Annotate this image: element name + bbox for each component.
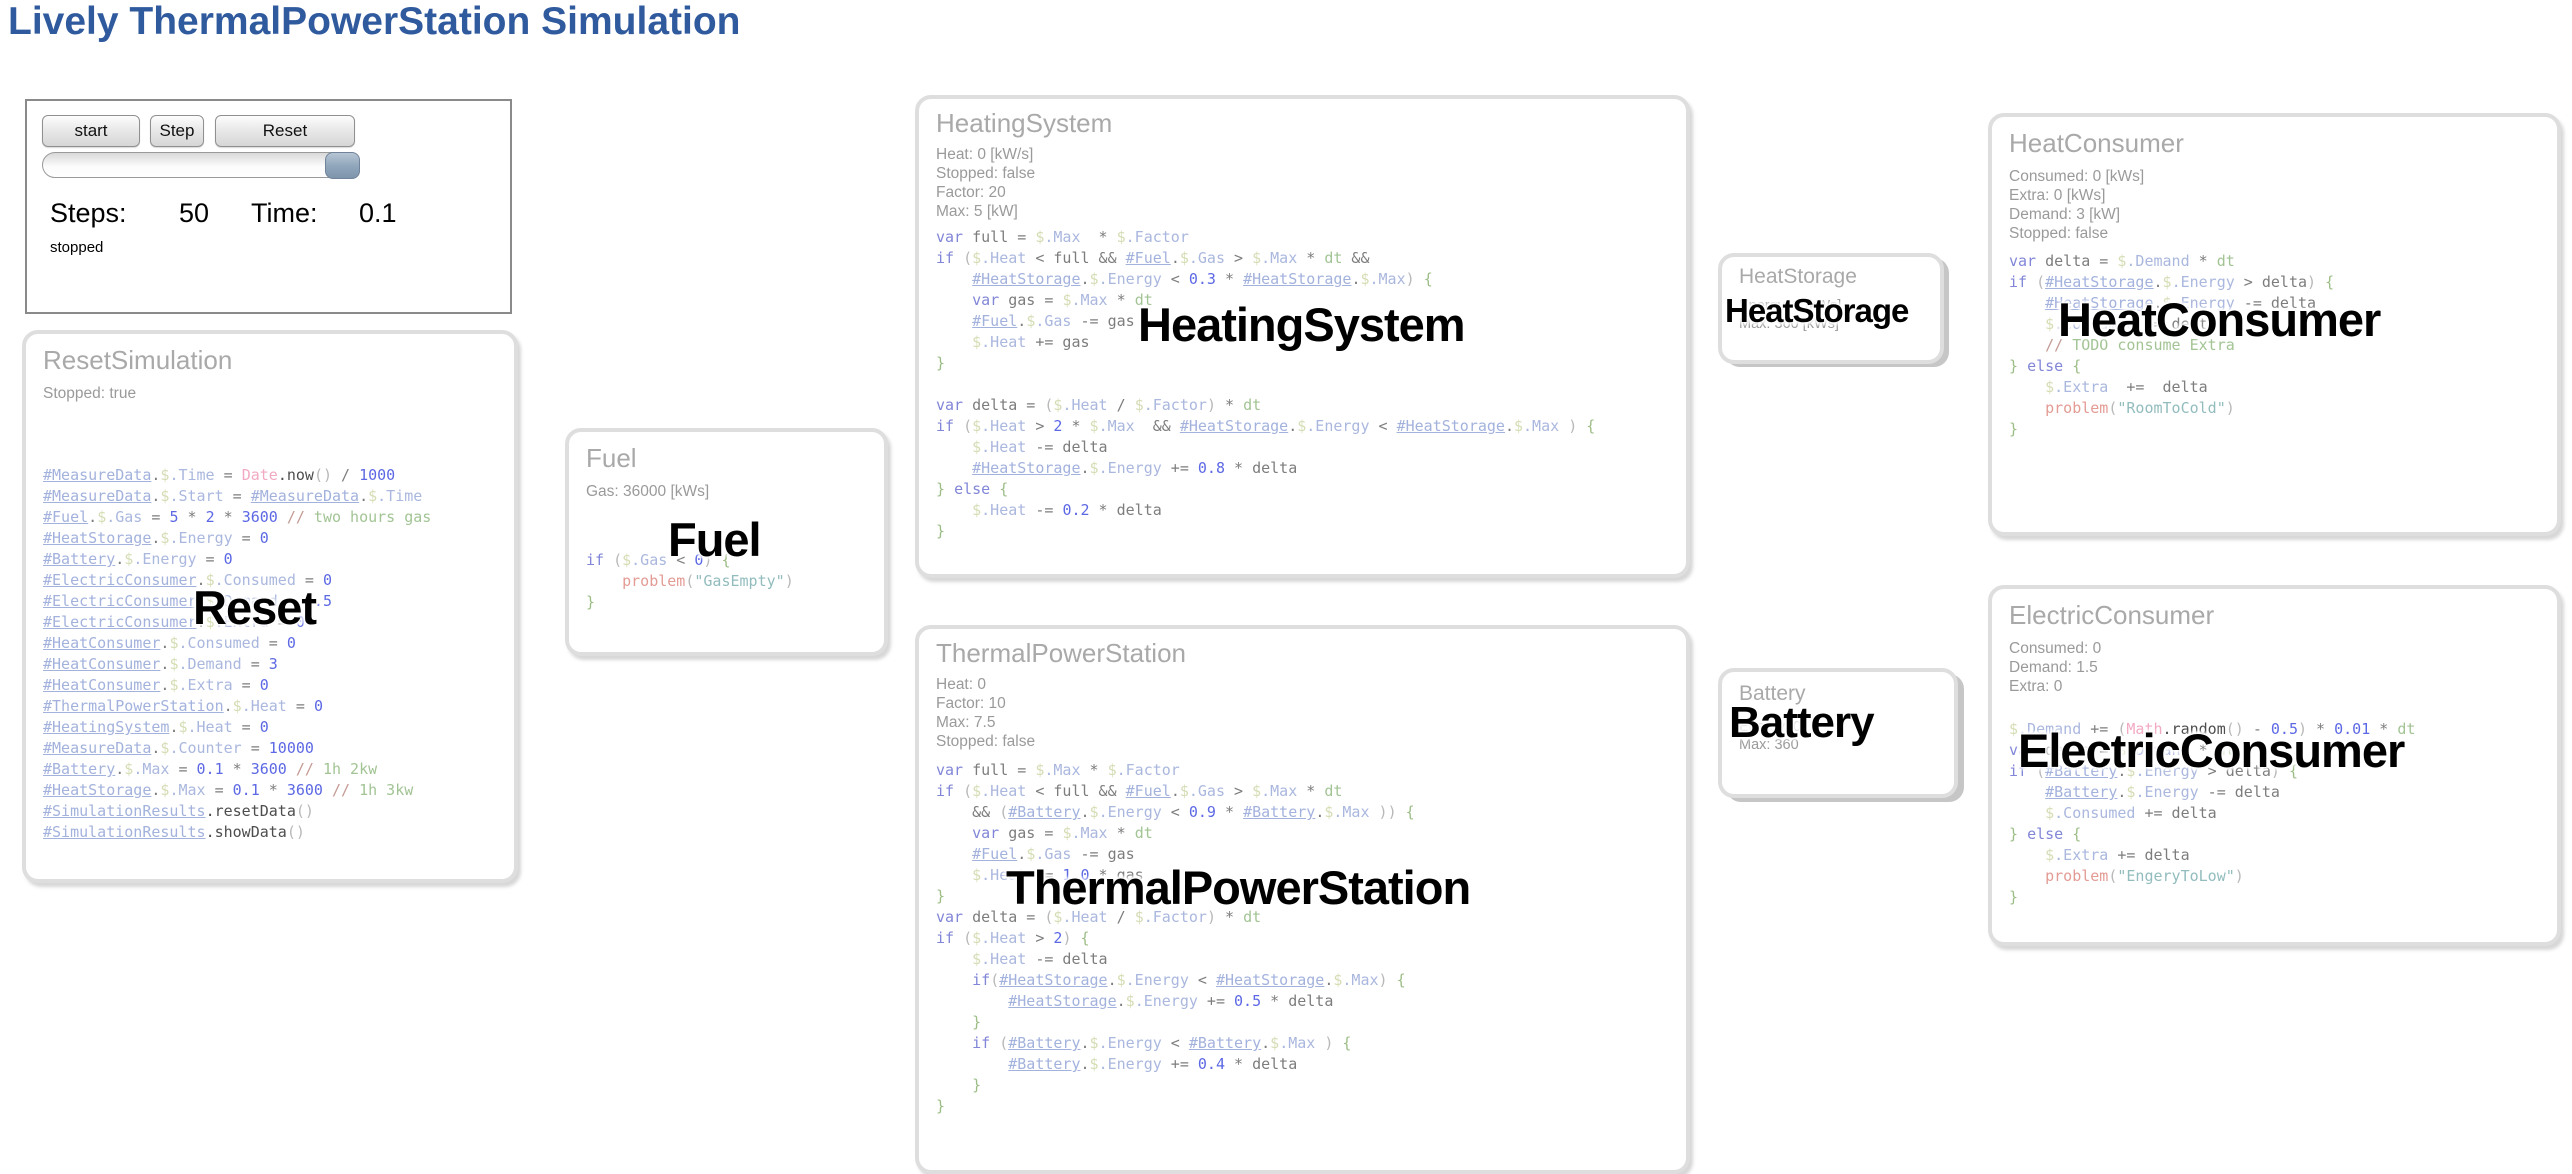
- panel-status: Energy: 0 [kWs] Max: 360 [kWs]: [1739, 297, 1841, 333]
- panel-status: Heat: 0 Factor: 10 Max: 7.5 Stopped: fal…: [936, 675, 1035, 751]
- step-button[interactable]: Step: [150, 115, 204, 147]
- panel-heat-storage[interactable]: HeatStorage Energy: 0 [kWs] Max: 360 [kW…: [1718, 253, 1944, 364]
- panel-title: HeatConsumer: [2009, 128, 2184, 158]
- status-line: Max: 360: [1739, 737, 1799, 753]
- steps-value: 50: [179, 198, 210, 228]
- status-line: Extra: 0 [kWs]: [2009, 187, 2106, 204]
- run-status-text: stopped: [50, 239, 104, 256]
- code-editor-reset-simulation[interactable]: #MeasureData.$.Time = Date.now() / 1000#…: [43, 466, 432, 841]
- panel-reset-simulation[interactable]: ResetSimulation Stopped: true #MeasureDa…: [22, 330, 518, 883]
- page-title: Lively ThermalPowerStation Simulation: [8, 0, 741, 43]
- panel-status: Energy: 0 Max: 360: [1739, 718, 1801, 754]
- status-line: Max: 360 [kWs]: [1739, 316, 1839, 332]
- panel-status: Stopped: true: [43, 384, 136, 403]
- status-line: Energy: 0: [1739, 719, 1802, 735]
- status-line: Gas: 36000 [kWs]: [586, 483, 710, 500]
- panel-status: Consumed: 0 Demand: 1.5 Extra: 0: [2009, 639, 2101, 696]
- status-line: Consumed: 0: [2009, 640, 2102, 657]
- status-line: Stopped: false: [936, 165, 1036, 182]
- status-line: Heat: 0 [kW/s]: [936, 146, 1034, 163]
- panel-title: Fuel: [586, 443, 637, 473]
- panel-title: ElectricConsumer: [2009, 600, 2215, 630]
- speed-slider[interactable]: [42, 152, 360, 179]
- status-line: Max: 7.5: [936, 714, 996, 731]
- overlay-label-reset: Reset: [193, 581, 317, 634]
- code-editor-fuel[interactable]: if ($.Gas < 0) { problem("GasEmpty")}: [586, 551, 794, 611]
- panel-heating-system[interactable]: HeatingSystem Heat: 0 [kW/s] Stopped: fa…: [915, 95, 1690, 578]
- reset-button[interactable]: Reset: [215, 115, 355, 147]
- panel-title: ResetSimulation: [43, 345, 233, 375]
- time-value: 0.1: [359, 198, 397, 228]
- panel-title: Battery: [1739, 682, 1806, 705]
- panel-heat-consumer[interactable]: HeatConsumer Consumed: 0 [kWs] Extra: 0 …: [1988, 113, 2561, 536]
- overlay-label-heat-consumer: HeatConsumer: [2058, 293, 2381, 346]
- time-label: Time:: [251, 198, 318, 228]
- status-line: Extra: 0: [2009, 678, 2063, 695]
- status-line: Stopped: false: [936, 733, 1036, 750]
- overlay-label-heating-system: HeatingSystem: [1138, 298, 1466, 351]
- overlay-label-battery: Battery: [1729, 698, 1875, 747]
- overlay-label-thermal-power-station: ThermalPowerStation: [1006, 861, 1471, 914]
- overlay-label-heat-storage: HeatStorage: [1725, 292, 1909, 329]
- panel-title: HeatStorage: [1739, 265, 1857, 288]
- panel-status: Heat: 0 [kW/s] Stopped: false Factor: 20…: [936, 145, 1035, 221]
- start-button[interactable]: start: [42, 115, 140, 147]
- panel-thermal-power-station[interactable]: ThermalPowerStation Heat: 0 Factor: 10 M…: [915, 625, 1690, 1174]
- code-editor-electric-consumer[interactable]: $.Demand += (Math.random() - 0.5) * 0.01…: [2009, 720, 2416, 906]
- status-line: Energy: 0 [kWs]: [1739, 298, 1842, 314]
- simulation-control-panel[interactable]: start Step Reset Steps: 50 Time: 0.1 sto…: [25, 99, 512, 314]
- panel-title: ThermalPowerStation: [936, 638, 1186, 668]
- panel-status: Consumed: 0 [kWs] Extra: 0 [kWs] Demand:…: [2009, 167, 2144, 243]
- panel-battery[interactable]: Battery Energy: 0 Max: 360: [1718, 668, 1958, 798]
- status-line: Consumed: 0 [kWs]: [2009, 168, 2145, 185]
- steps-label: Steps:: [50, 198, 127, 228]
- status-line: Max: 5 [kW]: [936, 203, 1018, 220]
- overlay-label-electric-consumer: ElectricConsumer: [2018, 724, 2405, 777]
- panel-title: HeatingSystem: [936, 108, 1113, 138]
- status-line: Stopped: true: [43, 385, 137, 402]
- status-line: Factor: 10: [936, 695, 1006, 712]
- overlay-label-fuel: Fuel: [668, 513, 762, 566]
- status-line: Demand: 3 [kW]: [2009, 206, 2121, 223]
- panel-fuel[interactable]: Fuel Gas: 36000 [kWs] if ($.Gas < 0) { p…: [565, 428, 888, 656]
- panel-electric-consumer[interactable]: ElectricConsumer Consumed: 0 Demand: 1.5…: [1988, 585, 2561, 946]
- status-line: Demand: 1.5: [2009, 659, 2098, 676]
- status-line: Heat: 0: [936, 676, 986, 693]
- status-line: Stopped: false: [2009, 225, 2109, 242]
- status-line: Factor: 20: [936, 184, 1006, 201]
- slider-knob[interactable]: [325, 152, 360, 179]
- panel-status: Gas: 36000 [kWs]: [586, 482, 709, 501]
